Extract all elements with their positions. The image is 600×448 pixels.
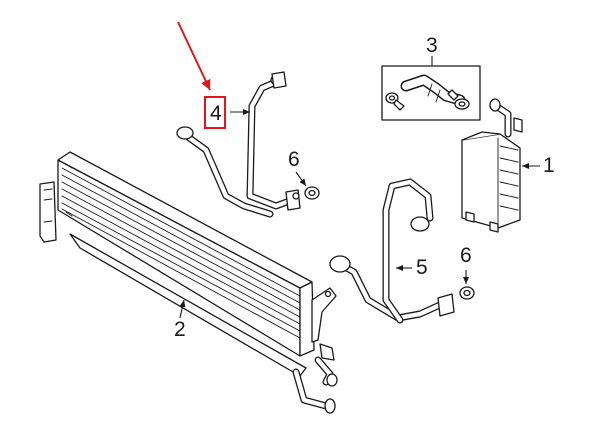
callout-4: 4 [210,102,222,125]
red-pointer-arrow [177,21,211,91]
hose-kit [381,65,481,121]
oil-cooler [461,98,523,233]
callout-6-upper: 6 [288,148,300,171]
callout-1: 1 [543,154,555,177]
highlight-marker [177,21,226,129]
seal-ring-lower [459,286,475,300]
radiator-cooler [39,151,338,414]
callout-3: 3 [426,34,438,57]
callout-2: 2 [174,318,186,341]
lower-pipe [329,178,455,324]
callout-5: 5 [416,256,428,279]
red-highlight-box [204,96,226,129]
callout-6-lower: 6 [460,244,472,267]
seal-ring-upper [304,186,320,200]
upper-pipe [176,71,301,218]
leader-lines [179,56,540,319]
